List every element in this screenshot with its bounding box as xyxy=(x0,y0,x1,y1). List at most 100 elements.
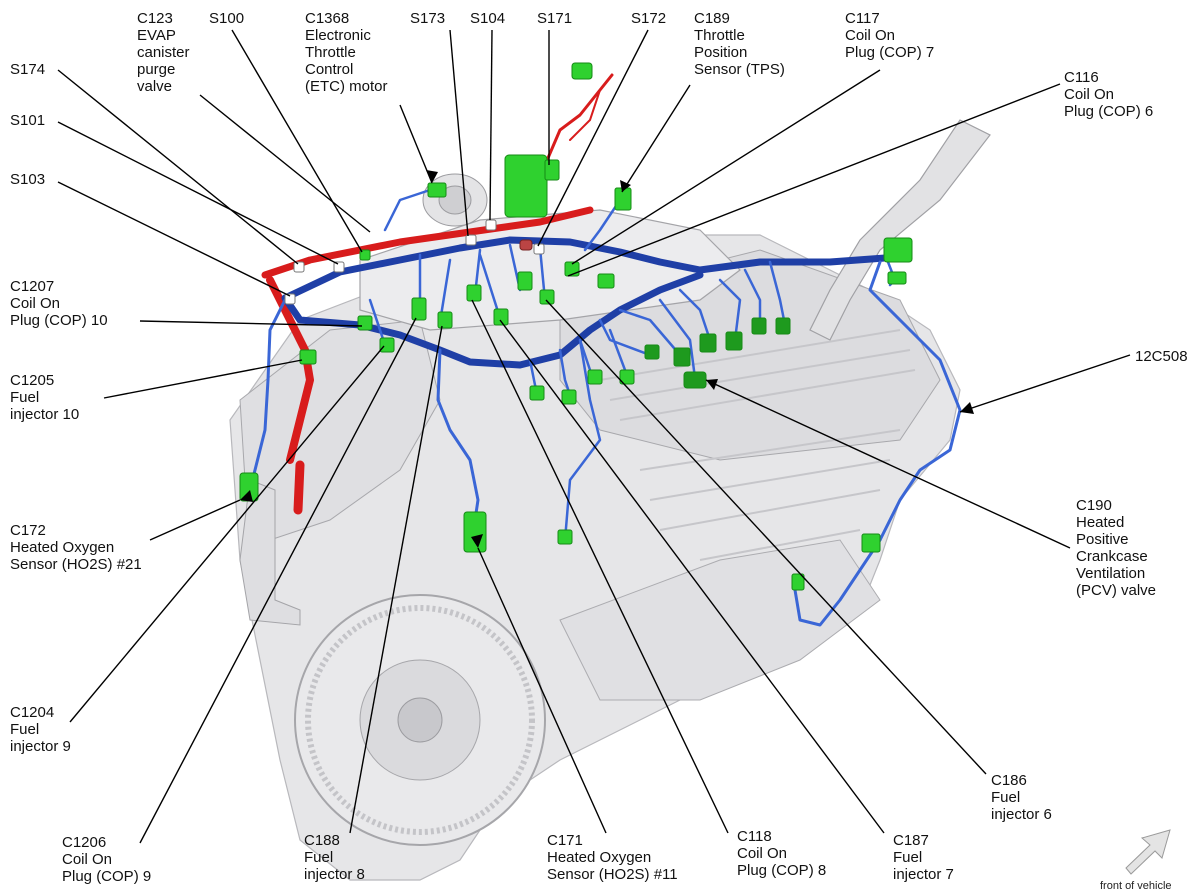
label-s171: S171 xyxy=(537,10,572,27)
leader-c1205 xyxy=(103,359,303,399)
label-c190-line: C190 xyxy=(1076,497,1112,514)
label-c123-line: purge xyxy=(137,61,176,78)
label-c190-line: Positive xyxy=(1076,531,1129,548)
label-c1368-line: Control xyxy=(305,61,354,78)
leader-arrowheads xyxy=(240,170,974,548)
splice-s100 xyxy=(359,249,371,261)
label-c1204-line: C1204 xyxy=(10,704,55,721)
connector-c171 xyxy=(463,511,487,553)
label-c186-line: C186 xyxy=(991,772,1027,789)
connector-c1205 xyxy=(299,349,317,365)
leader-c172 xyxy=(149,499,241,541)
label-c189-line: C189 xyxy=(694,10,730,27)
label-c1206-line: Plug (COP) 9 xyxy=(62,868,152,885)
connector-c1204 xyxy=(379,337,395,353)
label-c171-line: Sensor (HO2S) #11 xyxy=(547,866,678,883)
leader-c186 xyxy=(545,299,987,775)
engine-illustration xyxy=(229,119,991,881)
label-c1368-line: C1368 xyxy=(305,10,350,27)
leader-lines xyxy=(57,29,1131,844)
label-s104: S104 xyxy=(470,10,505,27)
label-c186-line: injector 6 xyxy=(991,806,1052,823)
leader-c187 xyxy=(499,319,885,834)
connector-etc-motor xyxy=(427,182,447,198)
splice-s104 xyxy=(485,219,497,231)
label-c1206-line: C1206 xyxy=(62,834,107,851)
label-c187-line: C187 xyxy=(893,832,929,849)
splice-s103 xyxy=(284,293,296,305)
connector-c190 xyxy=(683,371,707,389)
label-s171-line: S171 xyxy=(537,10,573,27)
connector-c187 xyxy=(493,308,509,326)
label-c187-line: Fuel xyxy=(893,849,923,866)
leader-12c508 xyxy=(959,354,1131,413)
leader-c171 xyxy=(477,547,607,834)
leader-s173 xyxy=(449,29,469,237)
label-c116-line: Coil On xyxy=(1064,86,1115,103)
leader-c189 xyxy=(621,84,691,193)
label-s100: S100 xyxy=(209,10,244,27)
label-c186-line: Fuel xyxy=(991,789,1021,806)
label-s100-line: S100 xyxy=(209,10,245,27)
label-c1368-line: Electronic xyxy=(305,27,371,44)
label-c123-line: C123 xyxy=(137,10,173,27)
label-c189-line: Position xyxy=(694,44,748,61)
leader-c123 xyxy=(199,94,371,233)
front-of-vehicle-label: front of vehicle xyxy=(1100,880,1172,892)
label-c190-line: (PCV) valve xyxy=(1076,582,1157,599)
label-c118-line: C118 xyxy=(737,828,772,845)
label-c1368-line: Throttle xyxy=(305,44,356,61)
label-c189-line: Throttle xyxy=(694,27,745,44)
label-s173: S173 xyxy=(410,10,445,27)
label-c187-line: injector 7 xyxy=(893,866,954,883)
label-c117-line: C117 xyxy=(845,10,880,27)
label-s103: S103 xyxy=(10,171,45,188)
label-s172-line: S172 xyxy=(631,10,667,27)
splice-s174 xyxy=(293,261,305,273)
label-c172-line: Sensor (HO2S) #21 xyxy=(10,556,142,573)
label-c188-line: C188 xyxy=(304,832,340,849)
label-c118-line: Plug (COP) 8 xyxy=(737,862,827,879)
leader-s100 xyxy=(231,29,363,253)
connector-c116 xyxy=(883,237,913,263)
connector-c118 xyxy=(466,284,482,302)
label-c1205-line: Fuel xyxy=(10,389,40,406)
label-c171-line: C171 xyxy=(547,832,583,849)
leader-c118 xyxy=(471,299,729,834)
leader-c1368 xyxy=(399,104,433,184)
leader-s103 xyxy=(57,181,291,297)
label-s173-line: S173 xyxy=(410,10,446,27)
label-s104-line: S104 xyxy=(470,10,506,27)
exhaust-pipe-left xyxy=(239,479,301,626)
connector-s171-block xyxy=(504,154,548,218)
label-s101: S101 xyxy=(10,112,45,129)
label-h12c508-line: 12C508 xyxy=(1135,348,1188,365)
label-c172-line: C172 xyxy=(10,522,46,539)
label-c1205-line: C1205 xyxy=(10,372,55,389)
air-intake-tube xyxy=(809,119,991,341)
leader-c1204 xyxy=(69,345,385,723)
leader-s172 xyxy=(537,29,649,247)
label-c123-line: canister xyxy=(137,44,190,61)
connector-c1207 xyxy=(357,315,373,331)
leader-s101 xyxy=(57,121,339,265)
label-c1204-line: Fuel xyxy=(10,721,40,738)
leader-s104 xyxy=(489,29,493,221)
harness-main-trunk xyxy=(281,236,889,302)
label-c189-line: Sensor (TPS) xyxy=(694,61,785,78)
label-c172-line: Heated Oxygen xyxy=(10,539,115,556)
label-c188-line: Fuel xyxy=(304,849,334,866)
label-c118-line: Coil On xyxy=(737,845,788,862)
label-c190-line: Heated xyxy=(1076,514,1125,531)
label-c171-line: Heated Oxygen xyxy=(547,849,652,866)
label-c188-line: injector 8 xyxy=(304,866,365,883)
label-c1205-line: injector 10 xyxy=(10,406,80,423)
